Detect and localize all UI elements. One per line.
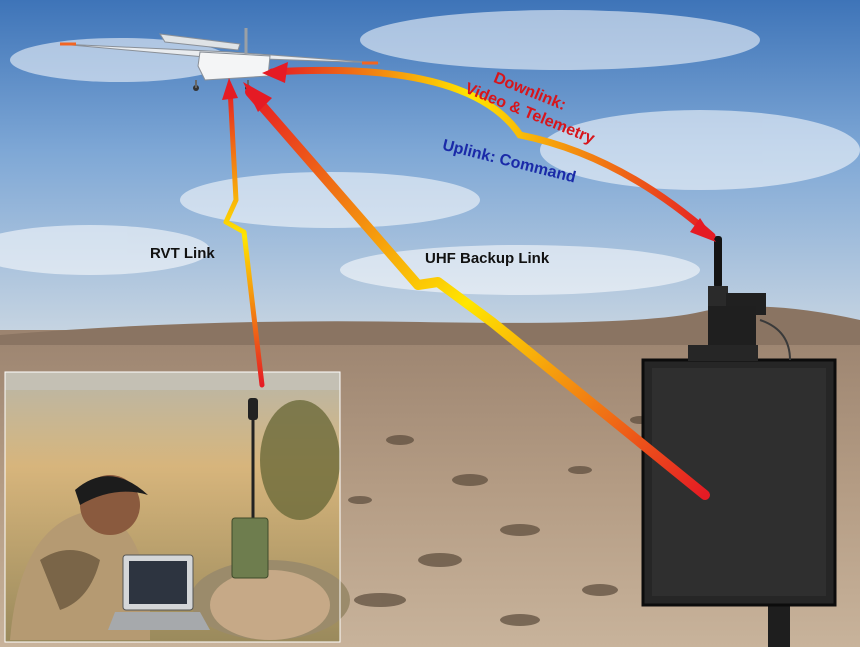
distant-hills	[0, 306, 860, 345]
uhf-backup-link-beam	[243, 82, 710, 500]
rvt-terminal-icon	[231, 398, 269, 579]
rvt-operator-inset	[4, 371, 350, 643]
panel-antenna-icon	[641, 358, 837, 647]
uav-aircraft-icon	[59, 28, 381, 91]
ground-antenna-icon	[688, 236, 791, 361]
laptop-icon	[108, 554, 210, 630]
desert-shrubs	[348, 416, 650, 626]
rvt-link-label: RVT Link	[150, 245, 215, 262]
uhf-backup-link-label: UHF Backup Link	[425, 250, 550, 267]
rvt-link-beam	[222, 78, 265, 388]
downlink-uplink-beam	[262, 62, 716, 242]
